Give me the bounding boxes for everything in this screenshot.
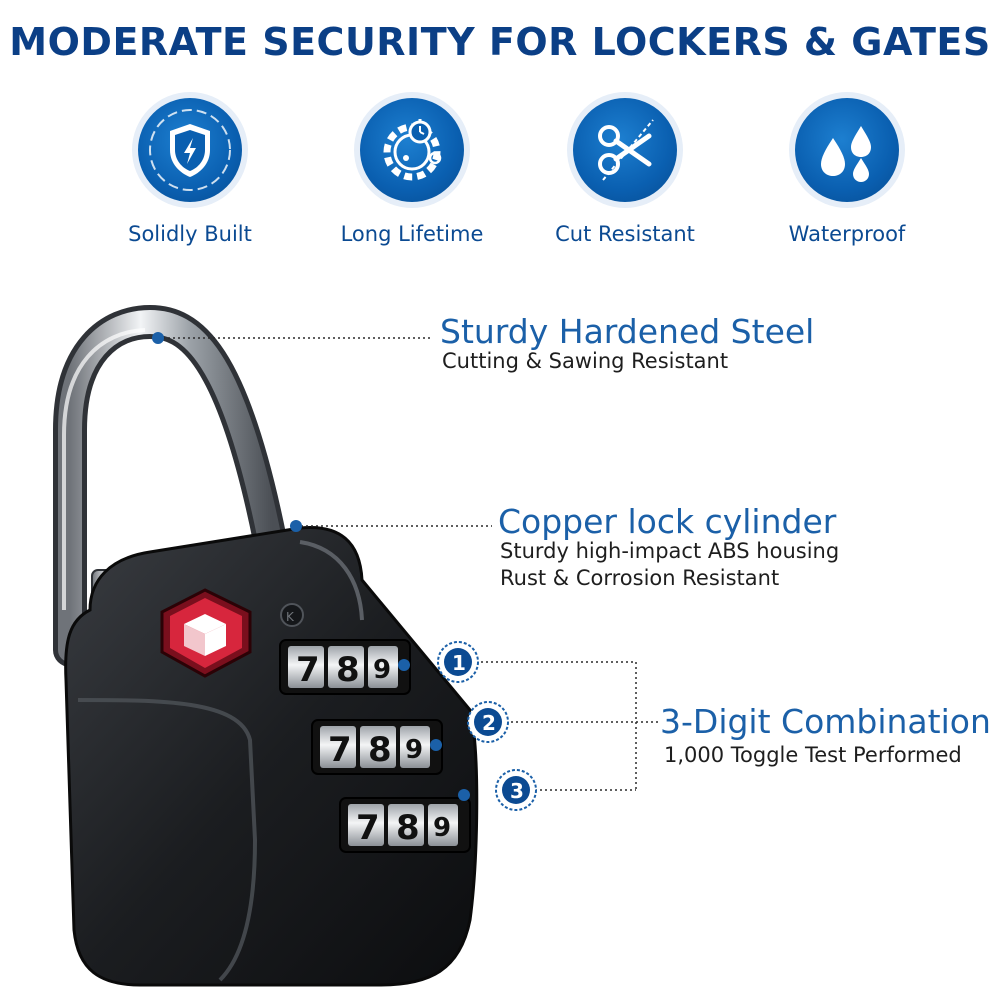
dial-wheel-3[interactable] [339,797,471,853]
dial-digit: 9 [373,655,391,685]
callout-dot [290,520,302,532]
gear-clock-icon [383,119,442,181]
dial-wheel-1[interactable] [279,639,411,695]
dial-digit: 8 [336,650,360,690]
dial-digit: 8 [368,730,392,770]
marker-number: 3 [510,779,524,803]
feature-cut-resistant: Cut Resistant [530,98,720,246]
callout-steel-line: Cutting & Sawing Resistant [442,349,729,373]
water-drops-icon [821,126,871,182]
callout-dot [152,332,164,344]
padlock-illustration: K 7 8 9 7 8 [53,304,660,987]
marker-3: 3 [495,769,537,811]
dial-digit: 8 [396,808,420,848]
feature-circle [795,98,899,202]
feature-long-lifetime: Long Lifetime [317,98,507,246]
callout-leaders [158,337,660,791]
feature-label: Long Lifetime [340,222,484,246]
callout-dot [398,659,410,671]
dial-digit: 9 [433,813,451,843]
callout-dot [430,739,442,751]
callout-cylinder-title: Copper lock cylinder [498,502,837,541]
marker-2: 2 [467,701,509,743]
feature-waterproof: Waterproof [752,98,942,246]
scissors-icon [598,119,654,181]
feature-label: Cut Resistant [555,222,695,246]
dial-digit: 7 [356,808,380,848]
callout-combination-line: 1,000 Toggle Test Performed [664,743,962,767]
callout-cylinder-line: Rust & Corrosion Resistant [500,566,780,590]
feature-circle [138,98,242,202]
feature-circle [360,98,464,202]
dial-digit: 7 [296,650,320,690]
dial-wheel-2[interactable] [311,719,443,775]
dial-digit: 9 [405,735,423,765]
combination-dials[interactable]: 7 8 9 7 8 9 7 8 9 [279,639,471,853]
marker-number: 1 [452,651,466,675]
callout-steel-title: Sturdy Hardened Steel [440,312,815,351]
feature-solidly-built: Solidly Built [95,98,285,246]
feature-circle [573,98,677,202]
callout-dot [458,789,470,801]
marker-number: 2 [482,711,496,735]
callout-cylinder-line: Sturdy high-impact ABS housing [500,539,840,563]
feature-label: Solidly Built [128,222,252,246]
callout-combination-title: 3-Digit Combination [660,702,991,741]
shield-bolt-icon [149,109,231,191]
page-headline: MODERATE SECURITY FOR LOCKERS & GATES [9,20,991,64]
marker-1: 1 [437,641,479,683]
svg-text:K: K [286,610,295,624]
tsa-indicator-icon [160,588,252,678]
dial-digit: 7 [328,730,352,770]
feature-label: Waterproof [788,222,906,246]
